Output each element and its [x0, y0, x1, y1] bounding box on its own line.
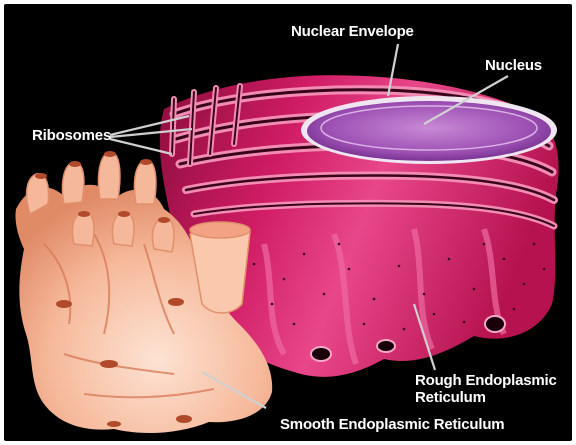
label-rough-er-line2: Reticulum — [415, 389, 486, 406]
diagram-panel: Nuclear Envelope Nucleus Ribosomes Rough… — [4, 4, 572, 441]
label-nuclear-envelope: Nuclear Envelope — [291, 23, 414, 40]
label-ribosomes: Ribosomes — [32, 127, 111, 144]
nucleus-disc — [307, 101, 551, 161]
label-smooth-er: Smooth Endoplasmic Reticulum — [280, 416, 504, 433]
label-rough-er-line1: Rough Endoplasmic — [415, 372, 557, 389]
label-nucleus: Nucleus — [485, 57, 542, 74]
